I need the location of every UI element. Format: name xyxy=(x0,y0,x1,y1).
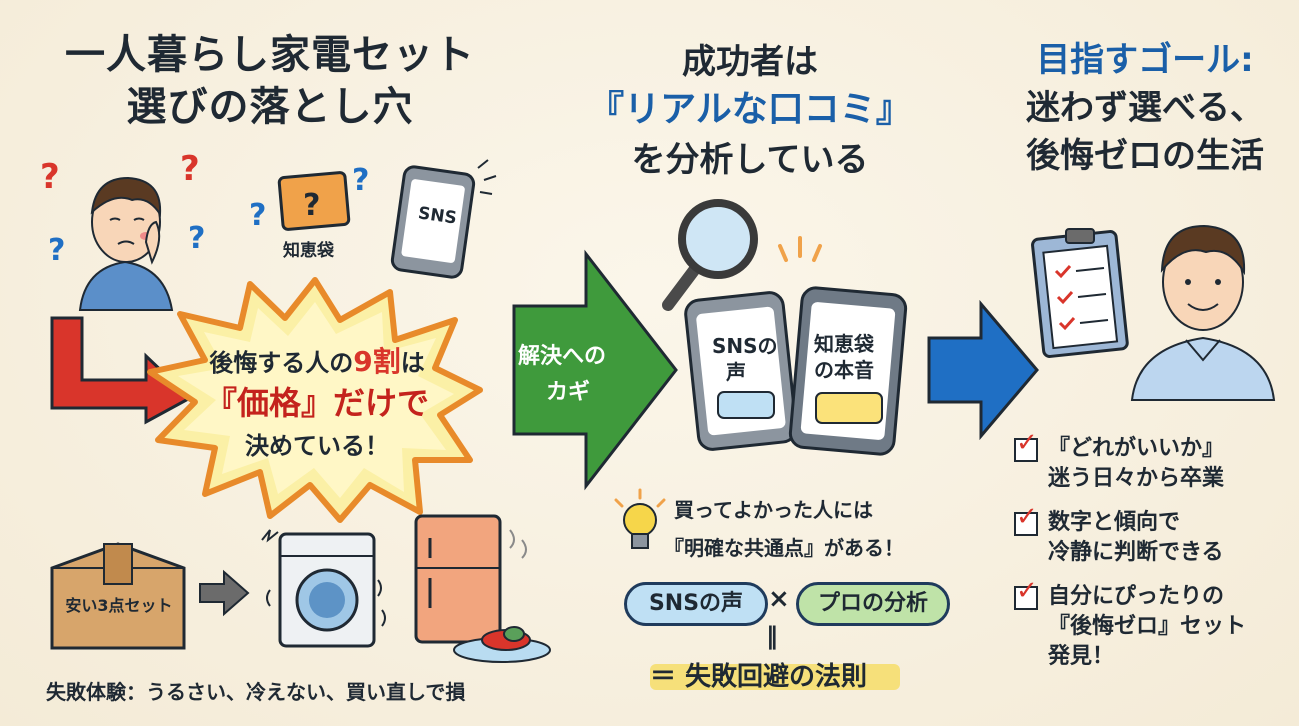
gray-arrow xyxy=(199,569,250,617)
phone-sns-voice xyxy=(684,291,798,451)
check-mark-icon: ✓ xyxy=(1016,428,1038,458)
phone1-line2: 声 xyxy=(726,360,746,384)
check-mark-icon: ✓ xyxy=(1016,502,1038,532)
magnifier-icon xyxy=(662,199,758,311)
rule-highlight xyxy=(650,664,900,690)
phone-chiebukuro-voice xyxy=(788,286,908,456)
pill-pro-analysis: プロの分析 xyxy=(796,582,950,626)
equals-sign: ‖ xyxy=(766,622,778,650)
insight-line1: 買ってよかった人には xyxy=(674,498,873,522)
left-title-line1: 一人暮らし家電セット xyxy=(65,32,475,78)
green-key-arrow xyxy=(512,249,678,491)
happy-person-illustration xyxy=(1130,224,1276,401)
svg-text:?: ? xyxy=(188,221,205,256)
lightbulb-icon xyxy=(614,488,666,549)
checklist-clipboard-icon xyxy=(1031,228,1129,358)
sparkle-lines xyxy=(778,236,822,262)
phone2-line2: の本音 xyxy=(814,358,874,382)
goal-checklist: ✓ 『どれがいいか』 迷う日々から卒業 ✓ 数字と傾向で 冷静に判断できる ✓ … xyxy=(1010,428,1290,672)
phone1-line1: SNSの xyxy=(712,334,778,358)
check-item-3-line1: 自分にぴったりの xyxy=(1048,584,1225,609)
right-title-line3: 後悔ゼロの生活 xyxy=(1026,136,1264,176)
middle-title-line3: を分析している xyxy=(631,140,869,180)
checkbox-checked-icon xyxy=(1014,512,1038,536)
warning-burst-shape xyxy=(147,277,483,523)
svg-text:?: ? xyxy=(48,233,65,268)
washing-machine-icon xyxy=(261,529,386,648)
left-title-line2: 選びの落とし穴 xyxy=(126,84,414,130)
right-title-line1: 目指すゴール: xyxy=(1036,40,1254,80)
sns-phone-icon: ? xyxy=(352,159,497,279)
goal-check-item: ✓ 自分にぴったりの 『後悔ゼロ』セット 発見！ xyxy=(1010,576,1290,672)
goal-check-item: ✓ 数字と傾向で 冷静に判断できる xyxy=(1010,502,1290,568)
svg-text:?: ? xyxy=(352,163,369,198)
box-label: 安い3点セット xyxy=(65,596,173,615)
rule-text: ＝ 失敗回避の法則 xyxy=(650,662,868,692)
cardboard-box-icon xyxy=(50,542,186,650)
goal-check-item: ✓ 『どれがいいか』 迷う日々から卒業 xyxy=(1010,428,1290,494)
burst-line2: 『価格』だけで xyxy=(204,384,429,422)
right-title-line2: 迷わず選べる、 xyxy=(1026,88,1264,128)
burst-highlight-num: 9割 xyxy=(353,345,401,378)
pill-sns-voice: SNSの声 xyxy=(624,582,768,626)
middle-title-line2: 『リアルな口コミ』 xyxy=(588,89,912,130)
failure-text: 失敗体験：うるさい、冷えない、買い直しで損 xyxy=(46,680,466,704)
svg-text:?: ? xyxy=(303,188,320,223)
burst-line1-end: は xyxy=(400,349,425,377)
blue-goal-arrow xyxy=(927,299,1039,441)
insight-line2: 『明確な共通点』がある！ xyxy=(664,536,904,560)
arrow-line1: 解決への xyxy=(518,344,607,369)
checkbox-checked-icon xyxy=(1014,438,1038,462)
confused-person-illustration: ? ? ? ? xyxy=(40,149,205,311)
burst-line1: 後悔する人の9割は xyxy=(182,340,452,380)
middle-title-line1: 成功者は xyxy=(682,42,818,82)
check-item-2-line2: 冷静に判断できる xyxy=(1048,540,1224,565)
book-label: 知恵袋 xyxy=(283,241,334,261)
phone2-line1: 知恵袋 xyxy=(814,332,874,356)
svg-text:?: ? xyxy=(249,198,266,233)
book-question-icon: ? ? xyxy=(249,171,351,233)
check-item-1-line1: 『どれがいいか』 xyxy=(1048,436,1225,461)
broken-fridge-icon xyxy=(414,514,551,663)
check-item-3-line3: 発見！ xyxy=(1048,644,1115,669)
checkbox-checked-icon xyxy=(1014,586,1038,610)
times-sign: × xyxy=(768,584,790,614)
arrow-line2: カギ xyxy=(546,380,591,405)
check-mark-icon: ✓ xyxy=(1016,576,1038,606)
check-item-1-line2: 迷う日々から卒業 xyxy=(1048,466,1225,491)
burst-line3: 決めている！ xyxy=(245,432,389,460)
svg-text:?: ? xyxy=(40,157,60,197)
svg-text:?: ? xyxy=(180,149,200,189)
check-item-2-line1: 数字と傾向で xyxy=(1048,510,1181,535)
check-item-3-line2: 『後悔ゼロ』セット xyxy=(1048,614,1247,639)
burst-line1-start: 後悔する人の xyxy=(209,349,354,377)
